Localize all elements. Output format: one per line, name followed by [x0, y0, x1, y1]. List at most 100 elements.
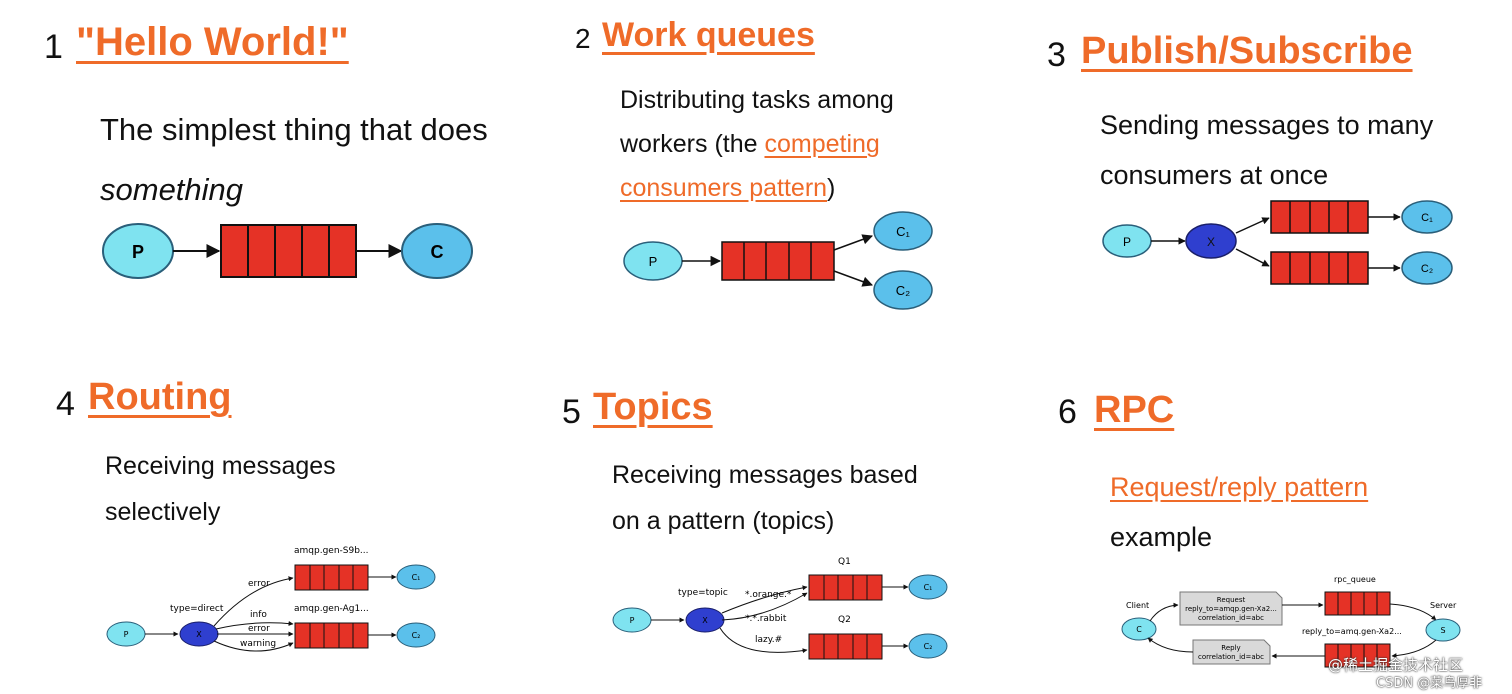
binding-key-label: lazy.#: [755, 635, 782, 645]
exchange-node: [1185, 223, 1237, 259]
tutorial-6-description: Request/reply pattern example: [1110, 462, 1368, 562]
tutorial-3-number: 3: [1047, 36, 1066, 74]
binding-key-label: *.orange.*: [745, 590, 792, 600]
producer-label: P: [630, 616, 635, 625]
reply-text: correlation_id=abc: [1198, 653, 1264, 661]
desc-line: Receiving messages: [105, 452, 336, 480]
tutorial-3-description: Sending messages to many consumers at on…: [1100, 100, 1433, 200]
queue-name-label: rpc_queue: [1334, 575, 1376, 584]
consumer-node: [401, 223, 473, 279]
queue: [808, 633, 883, 660]
request-text: Request: [1217, 596, 1246, 604]
queue-name-label: amqp.gen-S9b...: [294, 546, 369, 556]
tutorial-5-description: Receiving messages based on a pattern (t…: [612, 452, 918, 544]
queue: [1324, 591, 1391, 616]
consumer-label: C₁: [924, 583, 933, 592]
queue: [1270, 200, 1369, 234]
tutorial-2-description: Distributing tasks among workers (the co…: [620, 78, 894, 210]
consumer-label: C₁: [1421, 212, 1433, 224]
consumer-node: [1401, 251, 1453, 285]
request-reply-pattern-link[interactable]: Request/reply pattern: [1110, 472, 1369, 502]
desc-line: Request/reply pattern: [1110, 462, 1368, 512]
routing-diagram: P type=direct X error info error warning…: [106, 546, 436, 652]
consumer-label: C₂: [896, 283, 910, 298]
consumer-node: [396, 622, 436, 648]
queue: [220, 224, 357, 278]
desc-text: ): [827, 174, 836, 202]
competing-consumers-link-cont[interactable]: consumers pattern: [620, 174, 828, 202]
exchange-label: X: [1207, 235, 1215, 249]
tutorial-5-title-link[interactable]: Topics: [593, 386, 713, 428]
request-message: Request reply_to=amqp.gen-Xa2... correla…: [1179, 591, 1283, 626]
desc-line: Distributing tasks among: [620, 86, 894, 114]
producer-label: P: [132, 242, 144, 262]
queue-name-label: Q2: [838, 615, 851, 625]
consumer-node: [396, 564, 436, 590]
desc-line: on a pattern (topics): [612, 507, 835, 535]
desc-line: Sending messages to many: [1100, 110, 1434, 140]
hello-world-diagram: P C: [102, 223, 473, 279]
desc-line: selectively: [105, 498, 221, 526]
exchange-label: X: [196, 630, 202, 639]
consumer-label: C₂: [1421, 263, 1433, 275]
tutorial-3-title-link[interactable]: Publish/Subscribe: [1081, 30, 1413, 72]
producer-label: P: [124, 630, 129, 639]
exchange-type-label: type=direct: [170, 604, 224, 614]
reply-text: Reply: [1221, 644, 1240, 652]
desc-line: Receiving messages based: [612, 461, 918, 489]
producer-label: P: [1123, 235, 1131, 249]
desc-line: consumers pattern): [620, 166, 894, 210]
queue-name-label: Q1: [838, 557, 851, 567]
binding-key-label: *.*.rabbit: [745, 614, 787, 624]
client-label: Client: [1126, 601, 1149, 610]
tutorial-2-number: 2: [575, 23, 591, 54]
desc-line: The simplest thing that does: [100, 112, 488, 147]
consumer-label: C₂: [412, 631, 421, 640]
consumer-label: C₂: [924, 642, 933, 651]
desc-line: something: [100, 172, 244, 207]
desc-text: workers (the: [620, 130, 765, 158]
client-node-label: C: [1136, 625, 1142, 634]
desc-line: consumers at once: [1100, 160, 1329, 190]
consumer-label: C₁: [412, 573, 421, 582]
tutorial-1-title-link[interactable]: "Hello World!": [76, 20, 349, 64]
server-node: [1425, 618, 1461, 642]
tutorial-6-number: 6: [1058, 393, 1077, 431]
queue: [1270, 251, 1369, 285]
request-text: reply_to=amqp.gen-Xa2...: [1185, 605, 1277, 613]
tutorial-1-description: The simplest thing that does something: [100, 100, 488, 220]
competing-consumers-link[interactable]: competing: [764, 130, 880, 158]
watermark-community: @稀土掘金技术社区: [1328, 656, 1464, 674]
queue-name-label: amqp.gen-Ag1...: [294, 604, 369, 614]
topics-diagram: P type=topic X *.orange.* *.*.rabbit laz…: [612, 557, 948, 660]
client-node: [1121, 617, 1157, 641]
server-label: Server: [1430, 601, 1457, 610]
exchange-type-label: type=topic: [678, 588, 728, 598]
tutorial-2-title-link[interactable]: Work queues: [602, 16, 815, 54]
queue: [294, 622, 369, 649]
desc-line: workers (the competing: [620, 122, 894, 166]
tutorial-4-number: 4: [56, 385, 75, 423]
consumer-node: [908, 574, 948, 600]
consumer-label: C₁: [896, 224, 910, 239]
exchange-label: X: [702, 616, 708, 625]
rpc-diagram: Client C Request reply_to=amqp.gen-Xa2..…: [1121, 575, 1461, 668]
watermark-author: CSDN @菜鸟厚非: [1376, 676, 1483, 691]
tutorial-1-number: 1: [44, 28, 63, 66]
consumer-node: [1401, 200, 1453, 234]
consumer-node: [908, 633, 948, 659]
binding-key-label: warning: [240, 639, 276, 649]
tutorial-4-title-link[interactable]: Routing: [88, 376, 232, 418]
queue: [721, 241, 835, 281]
server-node-label: S: [1440, 626, 1445, 635]
binding-key-label: error: [248, 624, 270, 634]
reply-to-label: reply_to=amq.gen-Xa2...: [1302, 627, 1402, 636]
publish-subscribe-diagram: P X C₁ C₂: [1102, 200, 1453, 285]
tutorial-6-title-link[interactable]: RPC: [1094, 389, 1175, 431]
consumer-label: C: [431, 242, 444, 262]
tutorial-4-description: Receiving messages selectively: [105, 443, 336, 535]
request-text: correlation_id=abc: [1198, 614, 1264, 622]
work-queues-diagram: P C₁ C₂: [623, 211, 933, 310]
consumer-node: [873, 211, 933, 251]
reply-message: Reply correlation_id=abc: [1192, 639, 1271, 665]
